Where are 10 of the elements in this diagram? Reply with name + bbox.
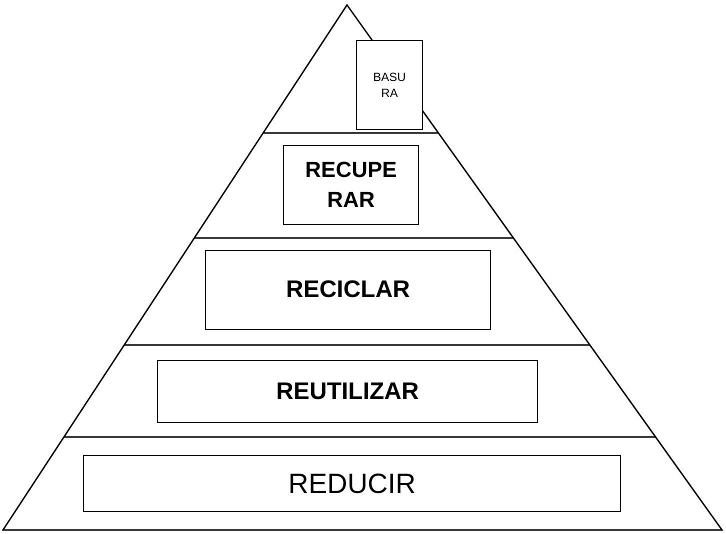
tier-label: REDUCIR — [288, 466, 416, 500]
tier-label: REUTILIZAR — [276, 376, 419, 406]
tier-box — [356, 40, 423, 130]
tier-label: RECICLAR — [286, 275, 410, 305]
tier-label: BASU RA — [372, 69, 407, 101]
tier-label: RECUPE RAR — [304, 156, 398, 214]
tier-box — [283, 145, 419, 225]
tier-box — [205, 250, 491, 330]
tier-box — [83, 455, 621, 512]
tier-box — [157, 360, 538, 423]
